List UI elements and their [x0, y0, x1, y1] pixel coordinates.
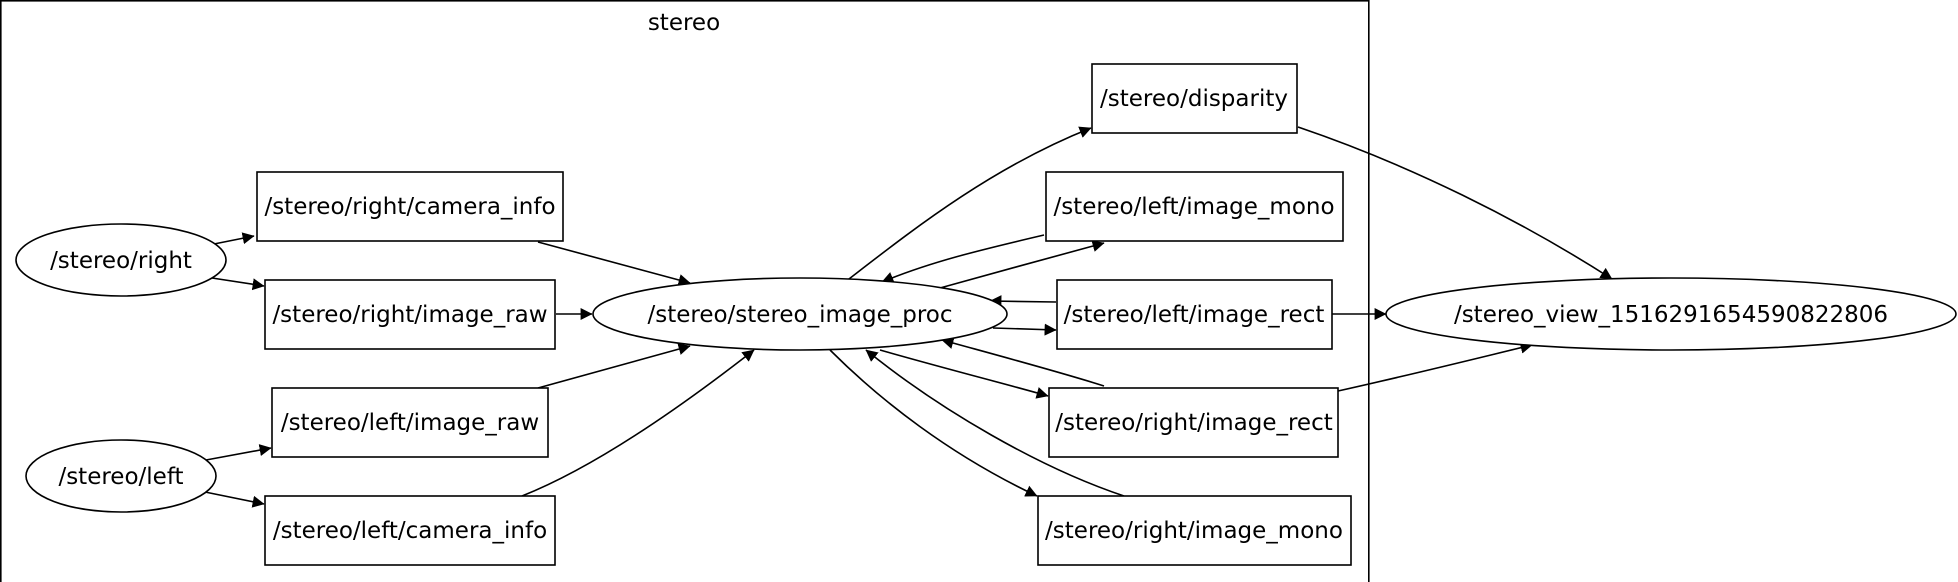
edge-right-mono-to-proc: [865, 349, 1125, 497]
edge-right-rect-to-view: [1337, 341, 1533, 392]
edge-proc-to-mono: [939, 240, 1105, 289]
edge-left-raw-to-proc: [537, 343, 691, 389]
node-label: /stereo/right/image_mono: [1045, 518, 1343, 544]
node-label: /stereo/left/image_mono: [1053, 194, 1334, 220]
node-label: /stereo_view_1516291654590822806: [1454, 302, 1888, 328]
edge-right-to-camera-info: [213, 232, 255, 245]
cluster-label: stereo: [648, 10, 720, 36]
edge-left-to-camera-info: [204, 491, 265, 508]
edge-proc-to-right-rect: [879, 349, 1049, 399]
node-label: /stereo/right: [50, 248, 192, 274]
node-label: /stereo/right/image_raw: [272, 302, 547, 328]
node-stereo-view[interactable]: /stereo_view_1516291654590822806: [1385, 277, 1957, 351]
edge-proc-to-rect: [992, 323, 1057, 336]
node-left-camera-info[interactable]: /stereo/left/camera_info: [264, 495, 556, 566]
edge-right-rect-to-proc: [941, 337, 1105, 387]
node-label: /stereo/right/camera_info: [264, 194, 555, 220]
edge-right-to-image-raw: [211, 277, 265, 291]
node-label: /stereo/stereo_image_proc: [647, 302, 952, 328]
edge-rect-to-proc: [989, 295, 1057, 308]
cluster-stereo: stereo: [0, 0, 1370, 582]
node-label: /stereo/right/image_rect: [1055, 410, 1333, 436]
node-left-image-rect[interactable]: /stereo/left/image_rect: [1056, 279, 1333, 350]
node-disparity[interactable]: /stereo/disparity: [1091, 63, 1298, 134]
node-label: /stereo/left: [58, 464, 183, 490]
node-stereo-right[interactable]: /stereo/right: [15, 223, 227, 297]
edge-camera-info-to-proc: [537, 241, 691, 286]
node-label: /stereo/left/image_raw: [281, 410, 539, 436]
edge-proc-to-right-mono: [829, 349, 1038, 497]
node-label: /stereo/left/image_rect: [1064, 302, 1325, 328]
edge-mono-to-proc: [881, 234, 1045, 284]
node-left-image-raw[interactable]: /stereo/left/image_raw: [271, 387, 549, 458]
node-stereo-left[interactable]: /stereo/left: [25, 439, 217, 513]
edge-disparity-to-view: [1297, 126, 1613, 280]
edge-left-to-image-raw: [205, 444, 272, 461]
node-stereo-image-proc[interactable]: /stereo/stereo_image_proc: [592, 277, 1008, 351]
edge-proc-to-disparity: [844, 126, 1092, 283]
node-right-image-raw[interactable]: /stereo/right/image_raw: [264, 279, 556, 350]
edges: [204, 126, 1613, 508]
node-label: /stereo/disparity: [1100, 86, 1288, 112]
node-label: /stereo/left/camera_info: [273, 518, 547, 544]
node-left-image-mono[interactable]: /stereo/left/image_mono: [1045, 171, 1344, 242]
node-right-image-rect[interactable]: /stereo/right/image_rect: [1048, 387, 1339, 458]
edge-left-caminfo-to-proc: [521, 349, 755, 497]
node-right-camera-info[interactable]: /stereo/right/camera_info: [256, 171, 564, 242]
node-right-image-mono[interactable]: /stereo/right/image_mono: [1037, 495, 1352, 566]
